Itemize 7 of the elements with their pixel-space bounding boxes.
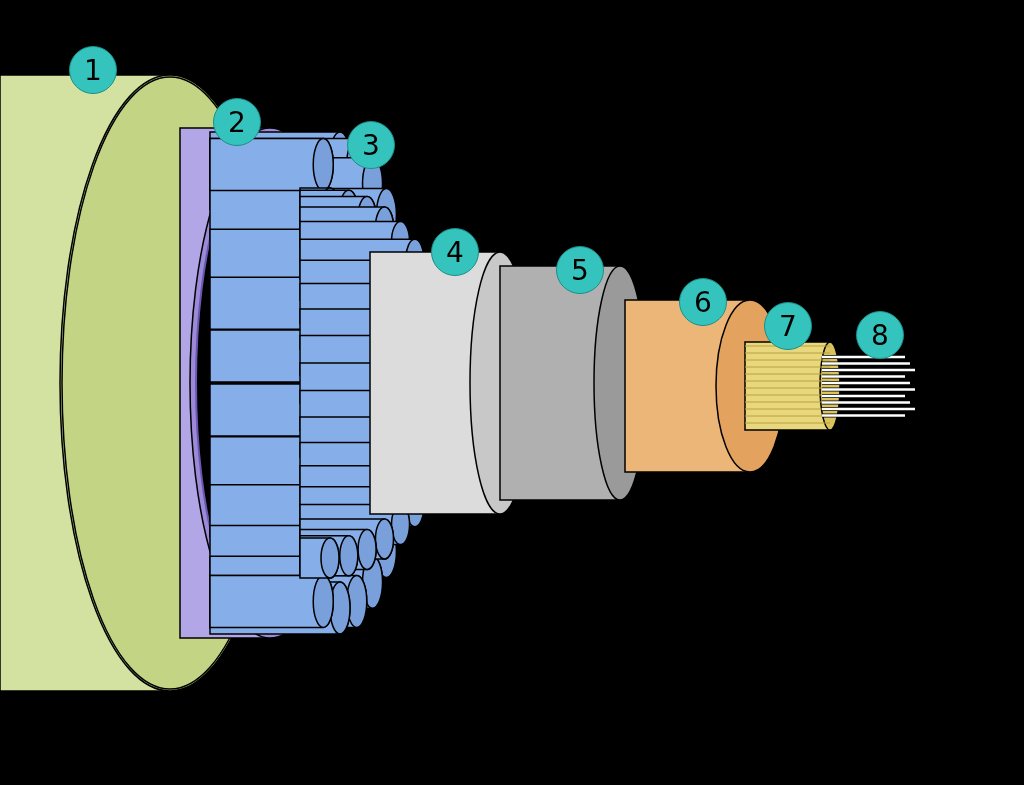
callout-number: 8 <box>856 311 904 359</box>
callout-number: 7 <box>764 302 812 350</box>
callout-number: 5 <box>556 246 604 294</box>
callout-number: 3 <box>347 121 395 169</box>
callout-number: 1 <box>69 46 117 94</box>
callout-number: 4 <box>431 228 479 276</box>
callout-number: 6 <box>679 278 727 326</box>
